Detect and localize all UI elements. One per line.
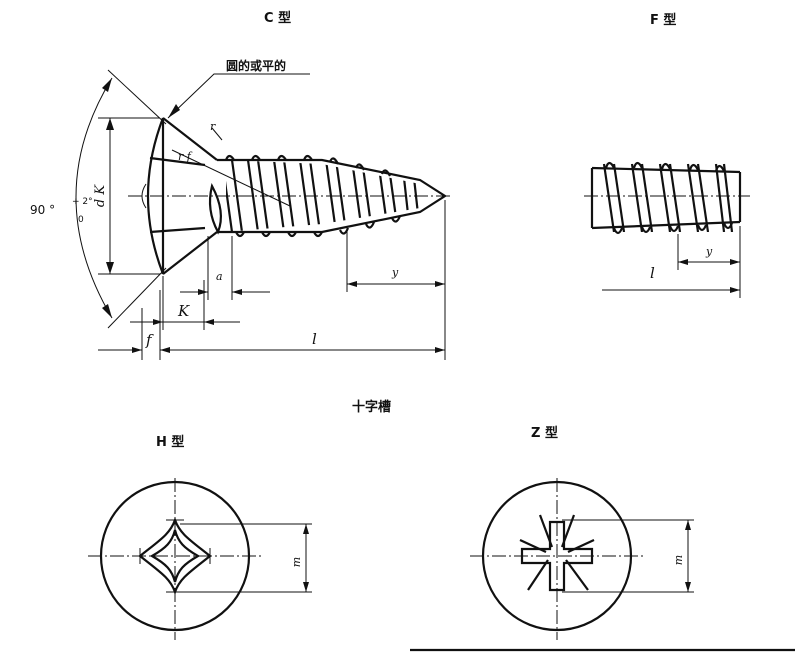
c-recess-pocket (208, 182, 223, 235)
title-type-c: C 型 (264, 10, 291, 26)
rf-label: r f (178, 150, 193, 163)
m-z-arrow-bottom (685, 582, 691, 592)
dk-label: d K (93, 184, 108, 207)
c-head-dome (146, 117, 165, 275)
m-h-arrow-top (303, 524, 309, 534)
a-arrow-left (198, 289, 208, 295)
a-arrow-right (232, 289, 242, 295)
c-annotations: 圆的或平的 r r f d K 90 ° + 2° 0 a (30, 58, 446, 360)
head-surface-arrow (168, 104, 180, 118)
angle-base-label: 90 ° (30, 203, 55, 217)
c-recess-line-bottom (149, 226, 206, 234)
a-label: a (216, 270, 223, 283)
f-ends (590, 168, 742, 228)
r-label: r (210, 120, 216, 133)
f-thread-crests (604, 161, 734, 235)
dk-arrow-bottom (106, 262, 114, 274)
c-head-taper-bottom (162, 231, 218, 275)
l-c-label: l (312, 330, 317, 348)
y-c-arrow-left (347, 281, 357, 287)
c-head-taper-top (162, 117, 218, 161)
dk-arrow-top (106, 118, 114, 130)
title-cross-recess: 十字槽 (352, 399, 391, 415)
c-thread-crests (224, 154, 402, 238)
m-z-label: m (672, 555, 685, 565)
angle-arrow-bottom (102, 304, 112, 318)
f-top-edge (591, 166, 741, 174)
head-surface-leader (167, 73, 310, 119)
z-type-recess: m (470, 478, 694, 640)
y-f-arrow-right (730, 259, 740, 265)
m-z-arrow-top (685, 520, 691, 530)
z-recess-cross (520, 520, 594, 592)
c-recess-line-top (149, 156, 206, 167)
angle-ext-top (107, 69, 167, 125)
y-f-arrow-left (678, 259, 688, 265)
k-arrow-left (153, 319, 163, 325)
z-recess-ribs (519, 514, 595, 591)
angle-arc (75, 77, 113, 319)
f-threads (602, 163, 734, 232)
l-c-arrow-left (160, 347, 170, 353)
h-recess-ends (139, 519, 211, 593)
f-bottom-edge (591, 220, 741, 230)
k-arrow-right (204, 319, 214, 325)
c-type-screw (128, 117, 452, 275)
y-f-label: y (705, 245, 713, 258)
h-recess-inner (149, 529, 201, 583)
f-arrow-left (132, 347, 142, 353)
h-type-recess: m (88, 478, 312, 640)
f-type-screw: y l (584, 161, 750, 298)
c-rf-leader (171, 149, 291, 207)
c-recess-curve (141, 183, 147, 209)
angle-upper-label: + 2° (72, 197, 93, 207)
angle-arrow-top (102, 78, 112, 92)
f-label: f (145, 331, 154, 349)
l-f-arrow-right (730, 287, 740, 293)
m-h-arrow-bottom (303, 582, 309, 592)
angle-ext-bottom (107, 267, 167, 329)
k-label: K (177, 302, 190, 320)
title-type-f: F 型 (650, 12, 676, 28)
l-c-arrow-right (435, 347, 445, 353)
y-c-arrow-right (435, 281, 445, 287)
title-type-z: Z 型 (531, 425, 558, 441)
angle-lower-label: 0 (78, 215, 84, 225)
y-c-label: y (391, 266, 399, 279)
title-type-h: H 型 (156, 434, 184, 450)
l-f-label: l (650, 264, 655, 282)
m-h-label: m (290, 557, 303, 567)
head-surface-label: 圆的或平的 (226, 58, 286, 73)
r-leader (211, 127, 223, 141)
